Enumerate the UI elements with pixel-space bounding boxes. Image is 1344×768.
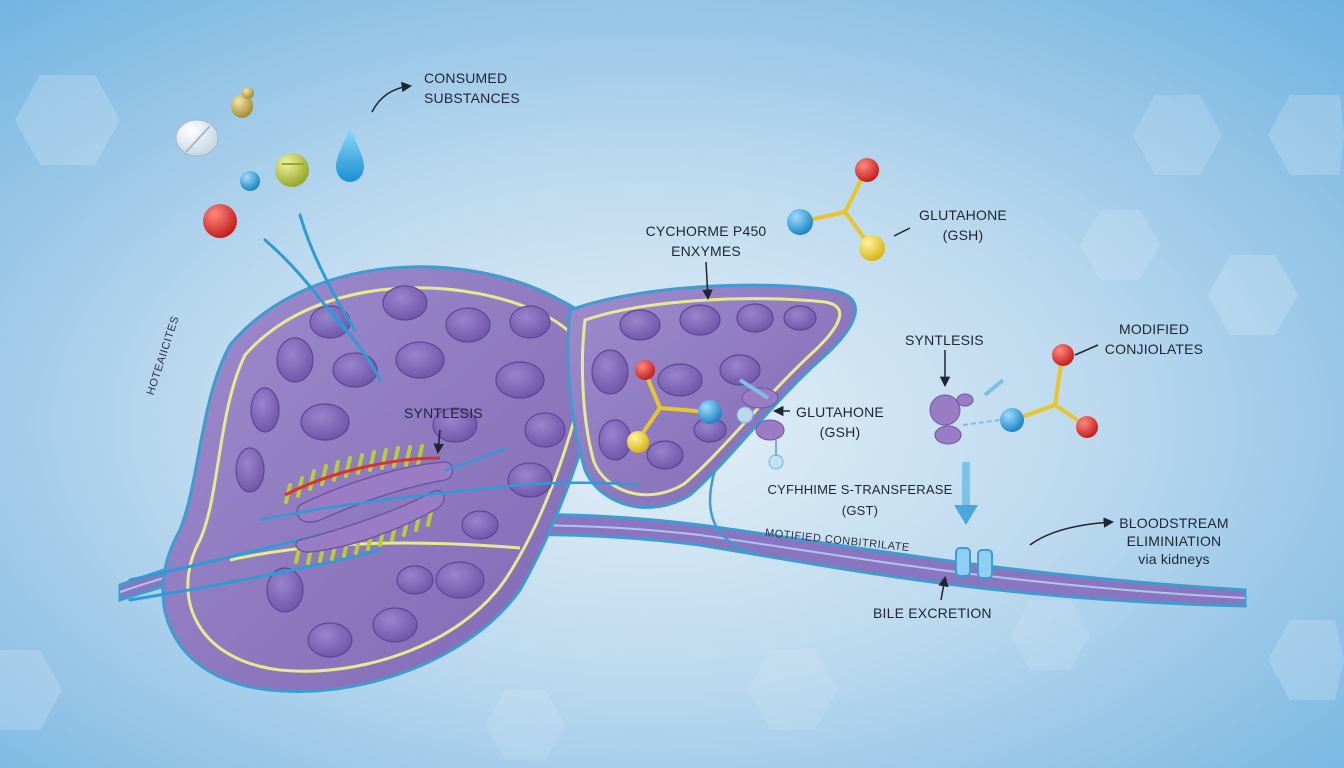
arrow-blood [1029, 517, 1115, 546]
arrow-cyp [702, 261, 713, 301]
glutathione-molecule-top [787, 158, 885, 261]
label-blood-line3: via kidneys [1138, 551, 1210, 567]
hepatocyte-nuclei [235, 285, 817, 658]
line-gsh-top [893, 227, 911, 237]
label-cyp-line1: CYCHORME P450 [645, 223, 767, 239]
modified-conjugate-molecule [1000, 344, 1098, 438]
transfer-arrow [954, 462, 978, 525]
label-gst-line2: (GST) [841, 503, 879, 518]
duct-clamp [955, 547, 993, 579]
callout-arrows [371, 81, 1115, 601]
glutathione-in-cell [627, 360, 722, 453]
label-blood-line2: ELIMINIATION [1126, 533, 1222, 549]
arrow-synthesis-left [433, 429, 444, 455]
label-gsh-mid-line2: (GSH) [819, 424, 861, 440]
label-synthesis-left: SYNTLESIS [404, 405, 483, 421]
label-consumed-line2: SUBSTANCES [424, 90, 520, 106]
label-cyp-line2: ENXYMES [671, 243, 741, 259]
background-hexagons [0, 75, 1344, 760]
line-modified [1074, 344, 1099, 356]
label-gst-line1: CYFHHIME S-TRANSFERASE [767, 482, 953, 497]
label-gsh-top-line2: (GSH) [942, 227, 984, 243]
consumed-substances [175, 87, 364, 238]
synthesis-complex-left [259, 444, 641, 565]
label-modified-line2: CONJIOLATES [1104, 341, 1204, 357]
label-gsh-mid-line1: GLUTAHONE [796, 404, 884, 420]
label-synthesis-right: SYNTLESIS [905, 332, 984, 348]
label-blood-line1: BLOODSTREAM [1119, 515, 1229, 531]
label-modified-line1: MODIFIED [1118, 321, 1190, 337]
label-gsh-top-line1: GLUTAHONE [919, 207, 1007, 223]
gst-enzyme-mid [736, 378, 785, 470]
label-bile-excretion: BILE EXCRETION [873, 605, 992, 621]
arrow-consumed [371, 81, 413, 113]
arrow-bile [938, 575, 949, 601]
gst-enzyme-right [929, 378, 1005, 445]
label-consumed-line1: CONSUMED [424, 70, 508, 86]
